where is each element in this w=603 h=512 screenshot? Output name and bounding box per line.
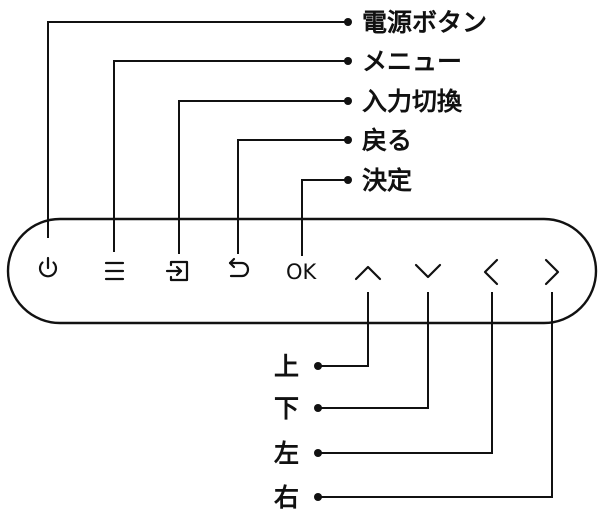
bottom-leaders: [314, 292, 553, 501]
label-right: 右: [274, 483, 299, 512]
input-switch-icon: [165, 260, 189, 282]
leader-input: [178, 100, 348, 254]
ok-button[interactable]: OK: [286, 260, 318, 284]
power-button[interactable]: [38, 256, 58, 278]
back-button[interactable]: [228, 257, 250, 278]
bottom-labels: 上 下 左 右: [274, 352, 299, 512]
ok-button-label: OK: [286, 260, 318, 284]
menu-icon: [104, 261, 125, 281]
back-icon: [228, 257, 250, 278]
label-left: 左: [274, 439, 299, 468]
right-button[interactable]: [544, 258, 560, 286]
leader-dot-up: [314, 362, 322, 370]
left-button[interactable]: [483, 258, 499, 286]
label-ok: 決定: [362, 166, 412, 195]
leader-ok: [301, 179, 348, 256]
leader-menu: [113, 60, 348, 252]
menu-button[interactable]: [104, 261, 125, 281]
leader-dot-back: [344, 136, 352, 144]
leader-dot-power: [344, 18, 352, 26]
leader-power: [47, 21, 348, 238]
power-icon: [38, 256, 58, 278]
label-down: 下: [274, 394, 299, 423]
chevron-right-icon: [544, 258, 560, 286]
leader-dot-right: [314, 493, 322, 501]
label-menu: メニュー: [362, 47, 462, 76]
down-button[interactable]: [414, 263, 442, 279]
chevron-left-icon: [483, 258, 499, 286]
up-button[interactable]: [354, 265, 382, 281]
leader-dot-ok: [344, 176, 352, 184]
input-switch-button[interactable]: [165, 260, 189, 282]
label-input: 入力切換: [362, 87, 463, 116]
chevron-up-icon: [354, 265, 382, 281]
label-power: 電源ボタン: [362, 8, 487, 37]
leader-back: [237, 139, 348, 254]
label-back: 戻る: [362, 126, 412, 155]
leader-dot-input: [344, 97, 352, 105]
leader-left: [318, 292, 493, 454]
leader-right: [318, 292, 553, 498]
label-up: 上: [274, 352, 299, 381]
chevron-down-icon: [414, 263, 442, 279]
leader-dot-down: [314, 404, 322, 412]
leader-down: [318, 292, 429, 409]
leader-up: [318, 292, 369, 367]
leader-dot-menu: [344, 57, 352, 65]
top-leaders: [47, 18, 352, 256]
top-labels: 電源ボタン メニュー 入力切換 戻る 決定: [362, 8, 487, 195]
leader-dot-left: [314, 449, 322, 457]
